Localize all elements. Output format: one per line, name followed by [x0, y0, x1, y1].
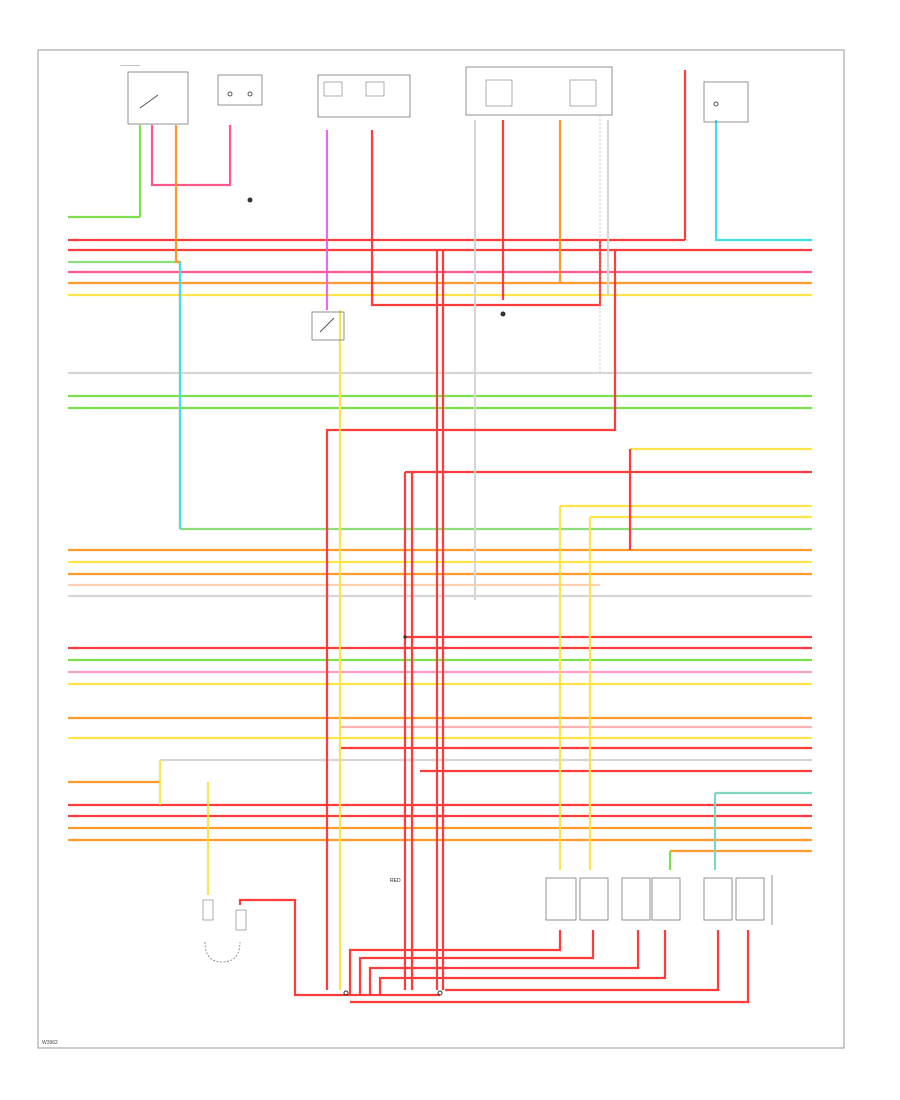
ground-symbols-bottom [343, 990, 443, 996]
harness-lines [68, 215, 812, 853]
svg-text:───────: ─────── [119, 63, 140, 68]
page-code: W3962 [42, 1040, 58, 1046]
component-relay-top [217, 74, 263, 203]
component-control-module [465, 66, 613, 375]
wire-label-red: RED [390, 878, 401, 884]
component-sensor-mid [311, 311, 345, 341]
vertical-wires [138, 70, 812, 1004]
component-sensor-top-right [703, 81, 749, 123]
component-heater-bottom-left [202, 899, 247, 963]
component-injector-row [545, 875, 773, 925]
component-fuse-box [317, 74, 411, 118]
splice-point [403, 635, 407, 639]
component-switch-top-left: ─────── [119, 63, 189, 125]
diagram-border [37, 49, 845, 1049]
ground-point-mid [500, 311, 506, 317]
